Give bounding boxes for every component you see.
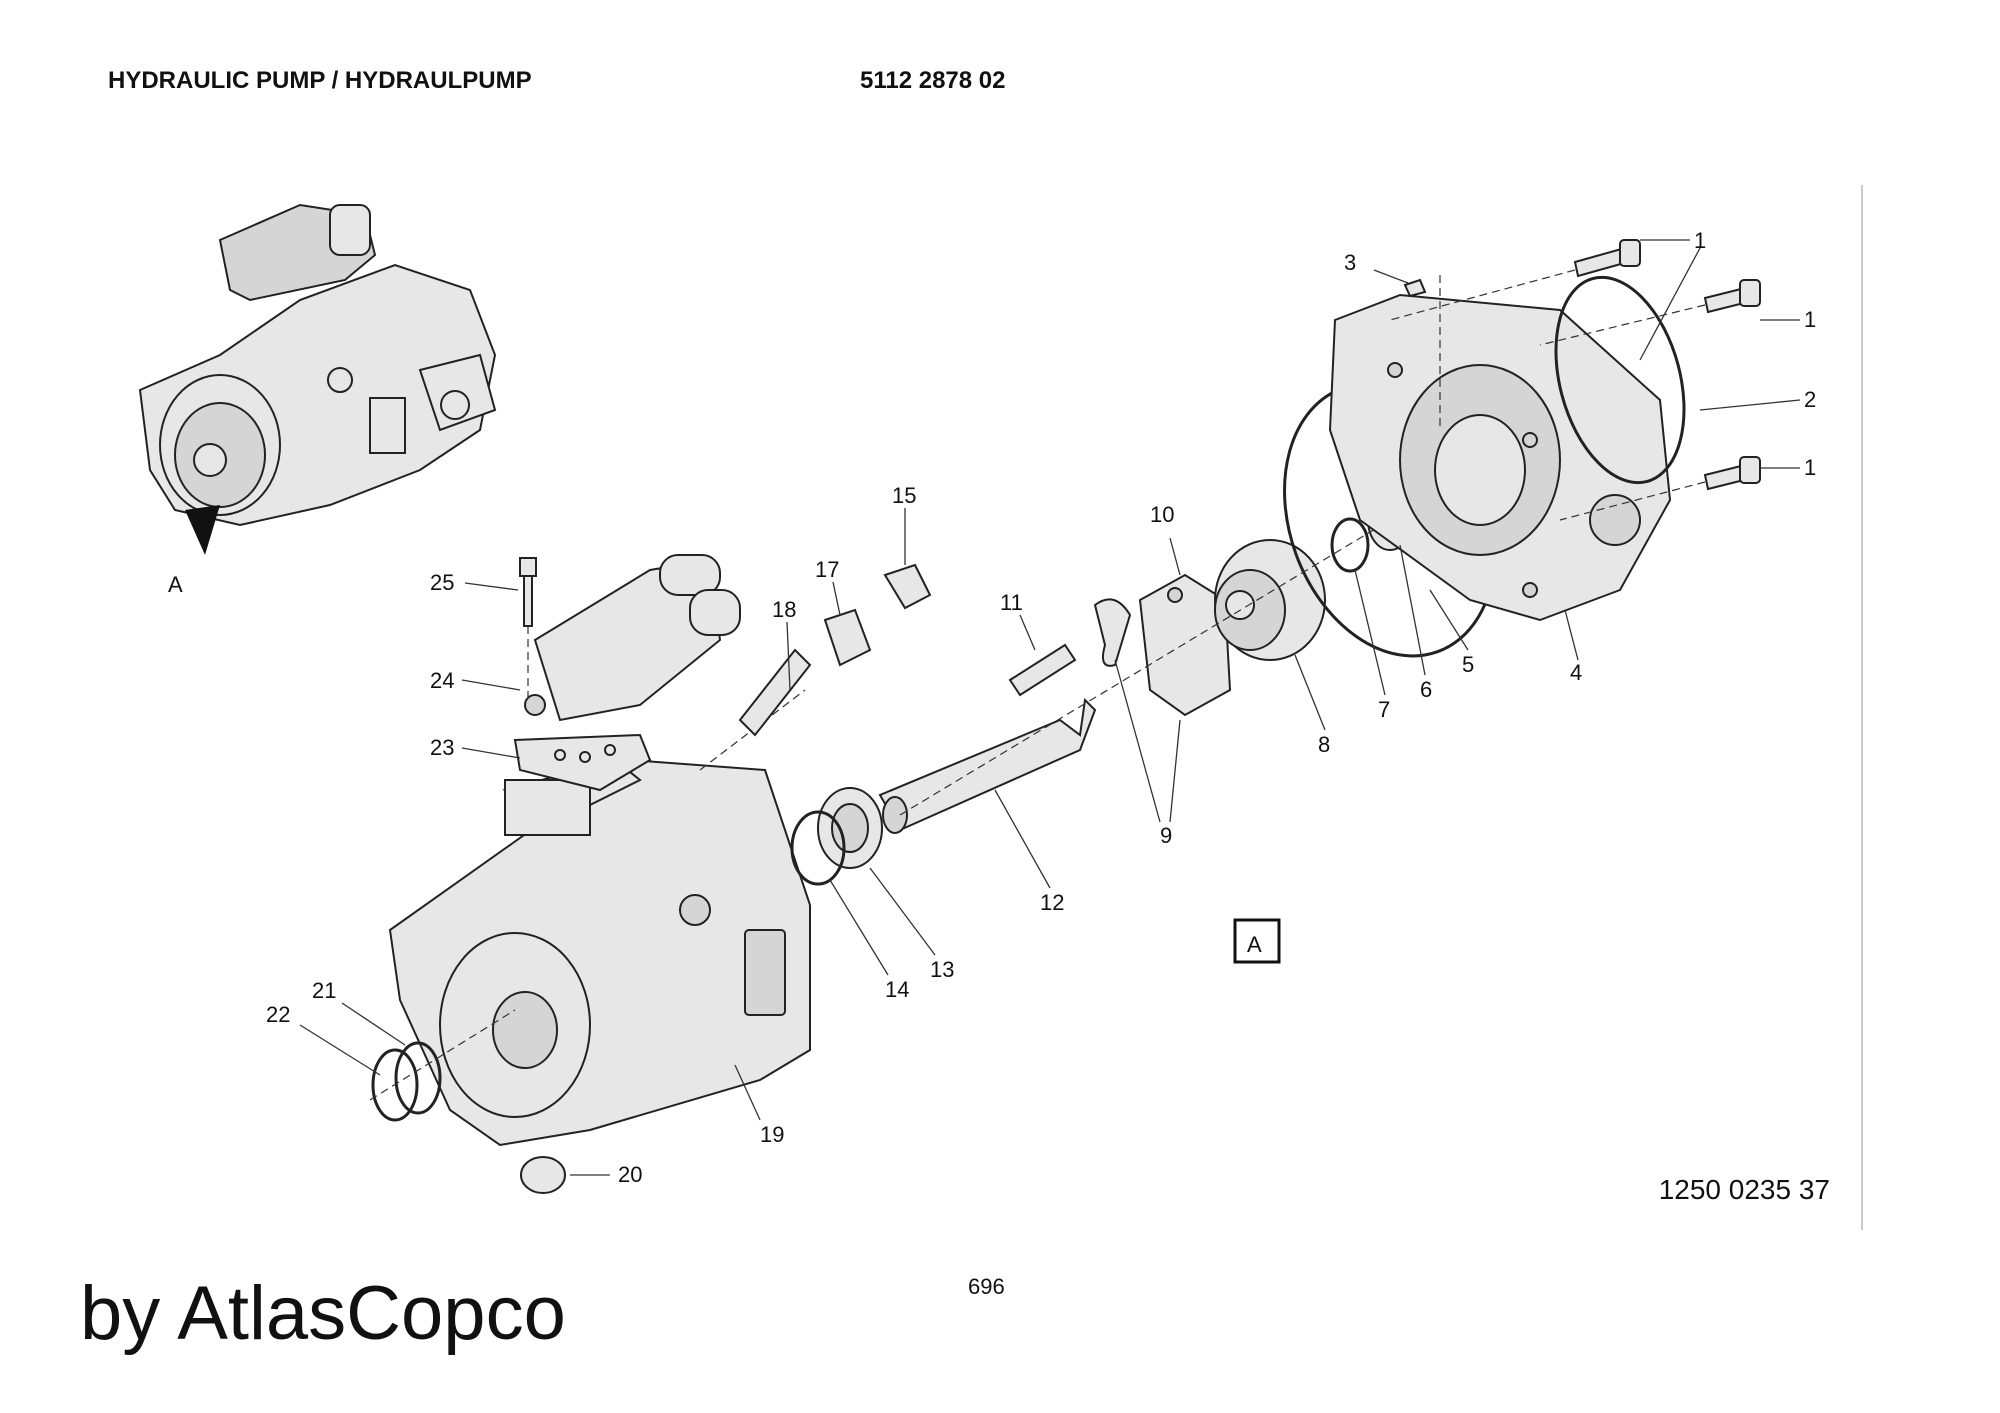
end-cover — [1328, 275, 1686, 622]
small-parts-bottom — [369, 1009, 566, 1194]
callout-label: 15 — [892, 483, 916, 508]
page-title: HYDRAULIC PUMP / HYDRAULPUMP — [108, 67, 532, 94]
screw-25 — [519, 557, 537, 700]
callout-label: 7 — [1378, 697, 1390, 722]
callout-label: 6 — [1420, 677, 1432, 702]
callout-label: 18 — [772, 597, 796, 622]
view-pointer-label: A — [168, 572, 183, 597]
bolts — [1389, 239, 1761, 521]
callout-label: 22 — [266, 1002, 290, 1027]
assembled-pump-view — [138, 203, 497, 555]
callout-label: 5 — [1462, 652, 1474, 677]
part-number: 5112 2878 02 — [860, 67, 1006, 94]
callout-label: 14 — [885, 977, 909, 1002]
callout-label: 24 — [430, 668, 454, 693]
leader-lines — [299, 239, 1801, 1176]
callout-label: 20 — [618, 1162, 642, 1187]
callout-label: 1 — [1804, 455, 1816, 480]
callout-label: 9 — [1160, 823, 1172, 848]
callout-label: 17 — [815, 557, 839, 582]
callout-label: 21 — [312, 978, 336, 1003]
view-box-label: A — [1247, 932, 1262, 957]
callout-label: 13 — [930, 957, 954, 982]
callout-label: 11 — [1000, 590, 1023, 615]
callout-label: 1 — [1804, 307, 1816, 332]
drawing-number: 1250 0235 37 — [1658, 1174, 1830, 1205]
pump-housing — [388, 689, 811, 1147]
callout-label: 23 — [430, 735, 454, 760]
callout-label: 3 — [1344, 250, 1356, 275]
callout-label: 8 — [1318, 732, 1330, 757]
callout-label: 25 — [430, 570, 454, 595]
view-box — [1233, 918, 1281, 964]
callout-label: 19 — [760, 1122, 784, 1147]
callout-label: 1 — [1694, 228, 1706, 253]
callout-label: 2 — [1804, 387, 1816, 412]
callout-label: 4 — [1570, 660, 1582, 685]
callout-label: 12 — [1040, 890, 1064, 915]
callout-label: 10 — [1150, 502, 1174, 527]
page-number: 696 — [968, 1274, 1005, 1299]
control-valve — [513, 554, 741, 792]
brand-footer: by AtlasCopco — [80, 1271, 566, 1356]
